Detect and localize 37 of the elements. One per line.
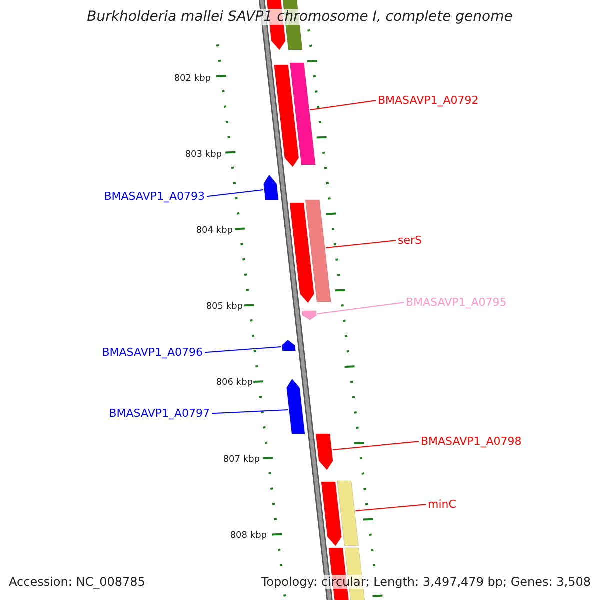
gene-feature [316,434,334,470]
gene-label: BMASAVP1_A0797 [109,407,210,420]
gene-feature [290,62,316,166]
gene-feature [305,200,332,302]
leader-line [212,410,289,414]
scale-label: 805 kbp [206,302,243,312]
gene-feature [274,64,300,168]
leader-line [310,100,376,110]
gene-label: minC [428,498,456,512]
gene-label: BMASAVP1_A0792 [378,94,479,108]
gene-label: BMASAVP1_A0798 [421,435,522,448]
scale-label: 803 kbp [185,150,222,160]
gene-label: BMASAVP1_A0796 [102,346,203,360]
scale-label: 807 kbp [223,454,260,466]
gene-feature [321,482,342,546]
leader-line [326,240,396,248]
accession-text: Accession: NC_008785 [9,574,146,590]
gene-feature [286,378,306,434]
gene-label: BMASAVP1_A0795 [406,296,507,310]
gene-label: BMASAVP1_A0793 [104,190,205,204]
leader-line [316,302,404,314]
gene-feature [290,202,315,304]
gene-feature [264,174,279,200]
scale-label: 804 kbp [196,226,233,236]
title: Burkholderia mallei SAVP1 chromosome I, complete genome [87,9,513,25]
genome-info-text: Topology: circular; Length: 3,497,479 bp; Genes: 3,508 [261,574,591,590]
gene-feature [302,310,318,320]
scale-label: 806 kbp [216,378,253,388]
gene-feature [282,340,296,352]
leader-line [355,504,426,512]
gene-label: serS [398,234,422,248]
leader-line [332,441,420,450]
leader-line [204,346,282,354]
gene-feature [337,480,360,546]
leader-line [206,190,264,198]
scale-label: 802 kbp [174,74,211,84]
scale-label: 808 kbp [230,530,267,542]
